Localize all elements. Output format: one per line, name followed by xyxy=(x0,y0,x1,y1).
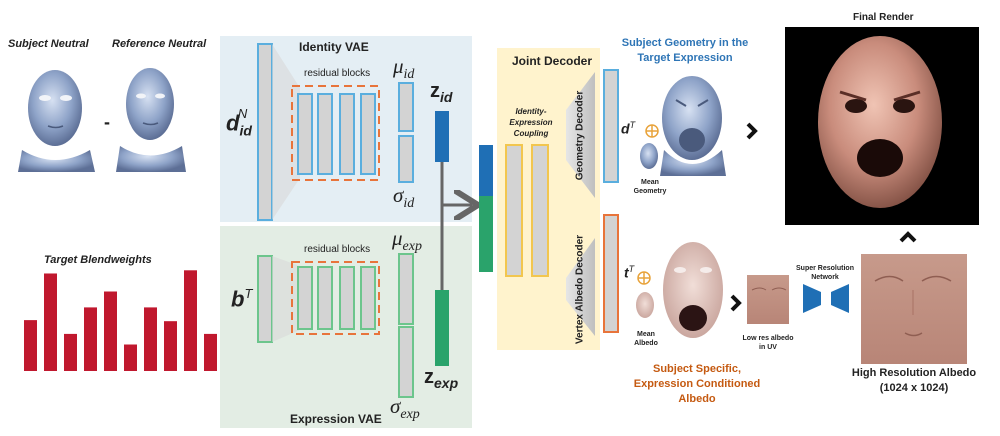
albedo-caption: Subject Specific, Expression Conditioned… xyxy=(633,363,761,405)
blendweight-bar xyxy=(144,307,157,371)
identity-funnel xyxy=(272,44,300,220)
subject-geometry-title: Subject Geometry in the Target Expressio… xyxy=(621,37,749,64)
reference-neutral-label: Reference Neutral xyxy=(112,38,207,50)
identity-residual-block xyxy=(297,93,313,175)
coupling-layer xyxy=(505,144,523,277)
expression-sigma-label: σexp xyxy=(390,394,420,423)
expression-input-symbol: bT xyxy=(231,286,253,312)
blendweight-bar xyxy=(64,333,77,371)
high-res-albedo xyxy=(861,254,967,364)
blendweight-bar xyxy=(184,270,197,371)
identity-residual-block xyxy=(317,93,333,175)
low-res-uv-albedo xyxy=(747,275,789,324)
arrow-to-render-icon xyxy=(746,122,758,140)
target-blendweights-label: Target Blendweights xyxy=(44,254,152,266)
blendweight-bar xyxy=(104,291,117,371)
expression-mu-label: μexp xyxy=(392,226,422,255)
expression-residual-block xyxy=(297,266,313,330)
concat-latent-exp xyxy=(479,196,493,272)
identity-mu-label: μid xyxy=(393,54,415,83)
oplus-geometry-icon xyxy=(645,124,659,138)
identity-vae-title: Identity VAE xyxy=(299,40,369,54)
subject-geometry-expression-mesh xyxy=(660,76,726,176)
expression-vae-title: Expression VAE xyxy=(290,412,382,426)
expression-input-layer xyxy=(257,255,273,343)
mean-geometry-mesh xyxy=(640,143,658,169)
blendweights-bar-chart xyxy=(24,270,217,371)
z-id-label: zid xyxy=(430,80,453,105)
t-t-symbol: tT xyxy=(624,264,635,281)
identity-residual-block xyxy=(360,93,376,175)
z-id-latent xyxy=(435,111,449,162)
mean-geometry-label: Mean Geometry xyxy=(633,179,667,195)
identity-input-symbol: didN xyxy=(226,106,252,139)
identity-residual-block xyxy=(339,93,355,175)
subject-neutral-mesh xyxy=(18,70,95,172)
d-t-symbol: dT xyxy=(621,120,636,137)
subject-neutral-label: Subject Neutral xyxy=(8,38,89,50)
low-res-label: Low res albedo in UV xyxy=(742,335,794,351)
mean-albedo-face xyxy=(636,292,654,318)
identity-residual-group xyxy=(291,85,380,181)
albedo-decoder-label: Vertex Albedo Decoder xyxy=(574,234,586,345)
expression-residual-block xyxy=(317,266,333,330)
concat-latent-id xyxy=(479,145,493,196)
z-exp-label: zexp xyxy=(424,366,459,391)
expression-residual-block xyxy=(339,266,355,330)
reference-neutral-mesh xyxy=(116,68,186,172)
final-render-face xyxy=(818,36,942,208)
expression-funnel xyxy=(272,256,300,342)
arrow-up-icon xyxy=(899,231,917,243)
albedo-decoder xyxy=(566,238,595,336)
expression-residual-block xyxy=(360,266,376,330)
coupling-layer xyxy=(531,144,549,277)
geometry-decoder xyxy=(566,72,595,198)
albedo-output-layer xyxy=(603,214,619,333)
high-res-albedo-label: High Resolution Albedo (1024 x 1024) xyxy=(851,367,977,394)
z-exp-latent xyxy=(435,290,449,366)
super-resolution-network-icon xyxy=(803,284,849,313)
final-render-title: Final Render xyxy=(853,12,914,23)
identity-sigma-layer xyxy=(398,135,414,183)
super-resolution-label: Super Resolution Network xyxy=(796,265,854,281)
expression-mu-layer xyxy=(398,253,414,325)
identity-sigma-label: σid xyxy=(393,183,415,212)
expression-residual-label: residual blocks xyxy=(304,244,371,255)
coupling-label: Identity- Expression Coupling xyxy=(509,107,553,138)
minus-sign: - xyxy=(104,112,110,132)
identity-residual-label: residual blocks xyxy=(304,68,371,79)
blendweight-bar xyxy=(164,321,177,371)
expression-residual-group xyxy=(291,261,380,335)
blendweight-bar xyxy=(24,320,37,371)
geometry-decoder-label: Geometry Decoder xyxy=(574,90,586,181)
blendweight-bar xyxy=(84,307,97,371)
mean-albedo-label: Mean Albedo xyxy=(634,331,658,347)
geometry-output-layer xyxy=(603,69,619,183)
blendweight-bar xyxy=(44,273,57,371)
subject-albedo-face xyxy=(663,242,723,338)
identity-mu-layer xyxy=(398,82,414,132)
blendweight-bar xyxy=(204,333,217,371)
oplus-albedo-icon xyxy=(637,271,651,285)
joint-decoder-title: Joint Decoder xyxy=(512,54,593,68)
expression-sigma-layer xyxy=(398,326,414,398)
arrow-to-uv-icon xyxy=(730,294,742,312)
blendweight-bar xyxy=(124,344,137,371)
